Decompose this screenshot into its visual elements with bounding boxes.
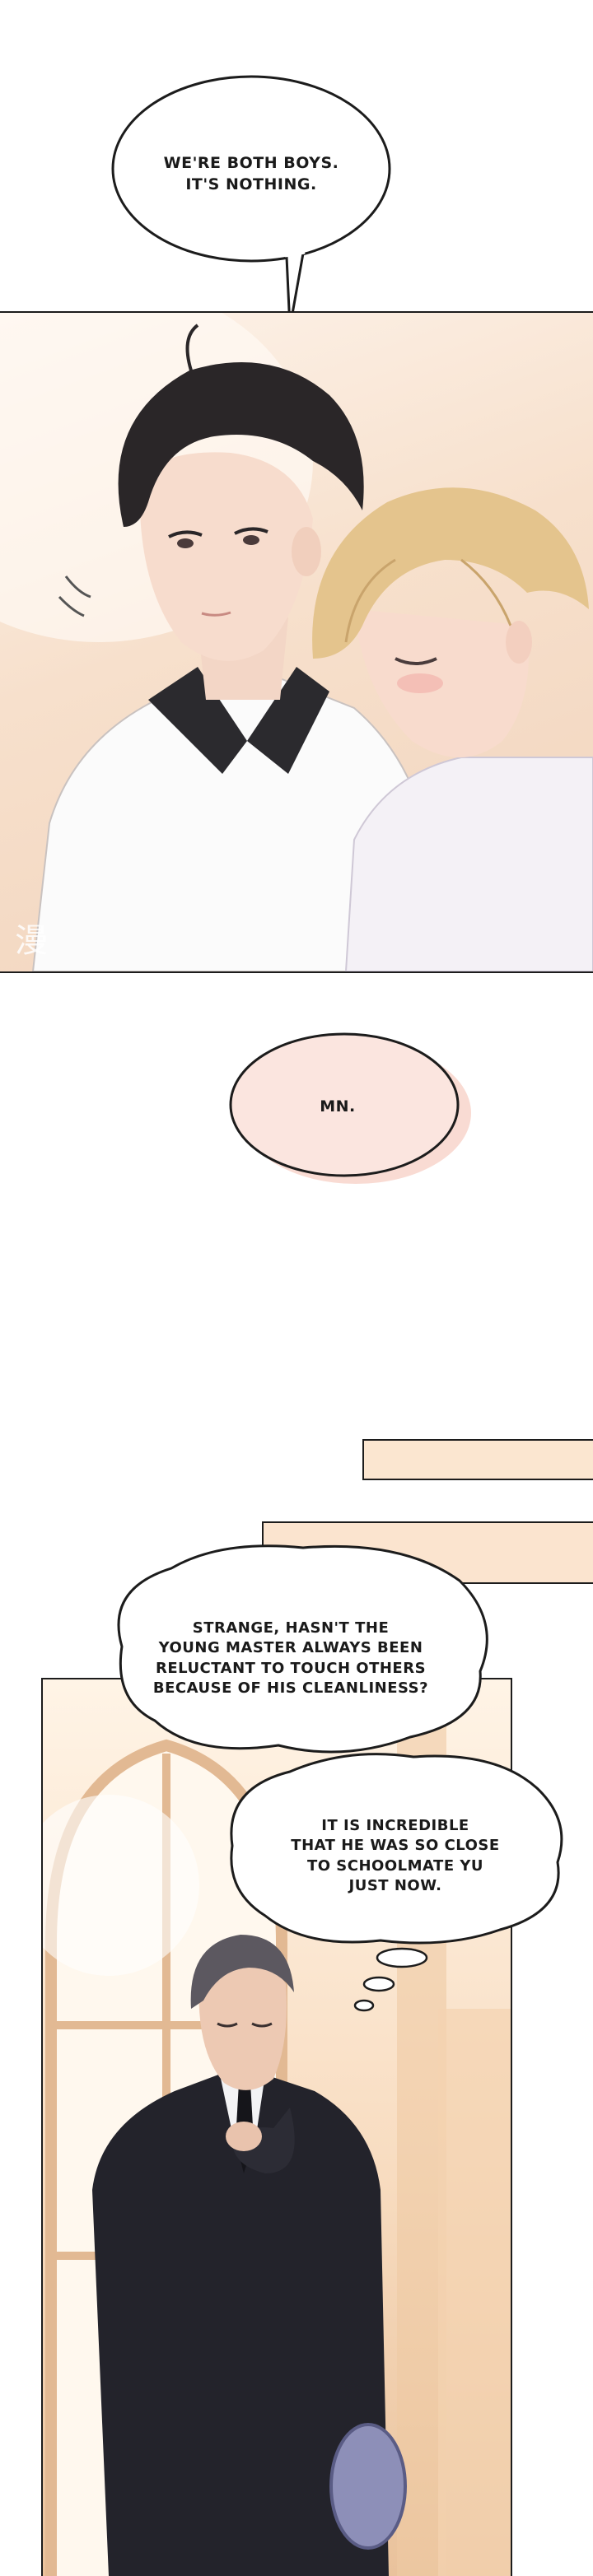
bubble-3-line-4: BECAUSE OF HIS CLEANLINESS? [152,1679,429,1697]
bubble-4-line-2: THAT HE WAS SO CLOSE [291,1837,500,1855]
thought-bubble-4-text: IT IS INCREDIBLE THAT HE WAS SO CLOSE TO… [239,1816,552,1896]
boys-illustration [0,313,593,971]
speech-bubble-2-text: MN. [320,1097,356,1116]
beige-bar-1 [362,1439,593,1480]
bubble-4-line-4: JUST NOW. [348,1876,442,1894]
bubble-3-line-1: STRANGE, HASN'T THE [192,1619,390,1637]
bubble-1-line-2: IT'S NOTHING. [185,175,317,193]
panel-boys: 漫 [0,311,593,973]
bubble-3-line-2: YOUNG MASTER ALWAYS BEEN [158,1639,423,1657]
panel-butler [41,1678,512,2576]
bubble-3-line-3: RELUCTANT TO TOUCH OTHERS [155,1659,427,1677]
watermark: 漫 [15,922,48,960]
thought-bubble-3 [117,1544,488,1754]
thought-bubble-4 [230,1753,563,1945]
bubble-4-line-3: TO SCHOOLMATE YU [306,1856,484,1875]
butler-illustration [43,1679,511,2576]
speech-bubble-1 [111,75,391,329]
bubble-4-line-1: IT IS INCREDIBLE [321,1817,469,1834]
speech-bubble-1-text: WE'RE BOTH BOYS. IT'S NOTHING. [115,153,387,195]
thought-bubble-3-text: STRANGE, HASN'T THE YOUNG MASTER ALWAYS … [97,1619,484,1698]
bubble-1-line-1: WE'RE BOTH BOYS. [163,154,339,172]
thought-trail [353,1947,428,2012]
speech-bubble-2 [229,1032,471,1184]
